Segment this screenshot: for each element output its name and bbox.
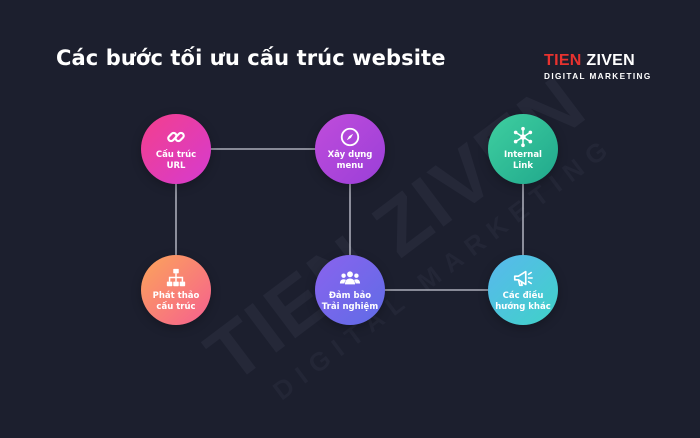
node-label: Cấu trúc URL	[155, 150, 197, 171]
compass-icon	[340, 128, 360, 147]
node-url-structure: Cấu trúc URL	[141, 114, 211, 184]
node-label: Các điều hướng khác	[495, 291, 551, 312]
network-icon	[513, 127, 533, 148]
users-icon	[339, 271, 361, 285]
brand-logo: TIEN ZIVEN DIGITAL MARKETING	[544, 52, 652, 81]
logo-wordmark-part1: TIEN	[544, 52, 587, 69]
node-label: Internal Link	[504, 150, 542, 171]
logo-wordmark-part2: ZIVEN	[586, 52, 636, 69]
megaphone-icon	[513, 271, 533, 287]
node-label: Xây dựng menu	[327, 150, 373, 171]
node-internal-link: Internal Link	[488, 114, 558, 184]
logo-wordmark: TIEN ZIVEN	[544, 52, 644, 70]
sitemap-icon	[166, 269, 186, 287]
node-build-menu: Xây dựng menu	[315, 114, 385, 184]
logo-tagline: DIGITAL MARKETING	[544, 72, 652, 81]
node-label: Đảm bảo Trải nghiệm	[321, 291, 379, 312]
node-ensure-experience: Đảm bảo Trải nghiệm	[315, 255, 385, 325]
link-icon	[167, 132, 185, 143]
node-outline-structure: Phát thảo cấu trúc	[141, 255, 211, 325]
node-label: Phát thảo cấu trúc	[152, 291, 200, 312]
page-title: Các bước tối ưu cấu trúc website	[56, 46, 446, 70]
node-other-navigation: Các điều hướng khác	[488, 255, 558, 325]
